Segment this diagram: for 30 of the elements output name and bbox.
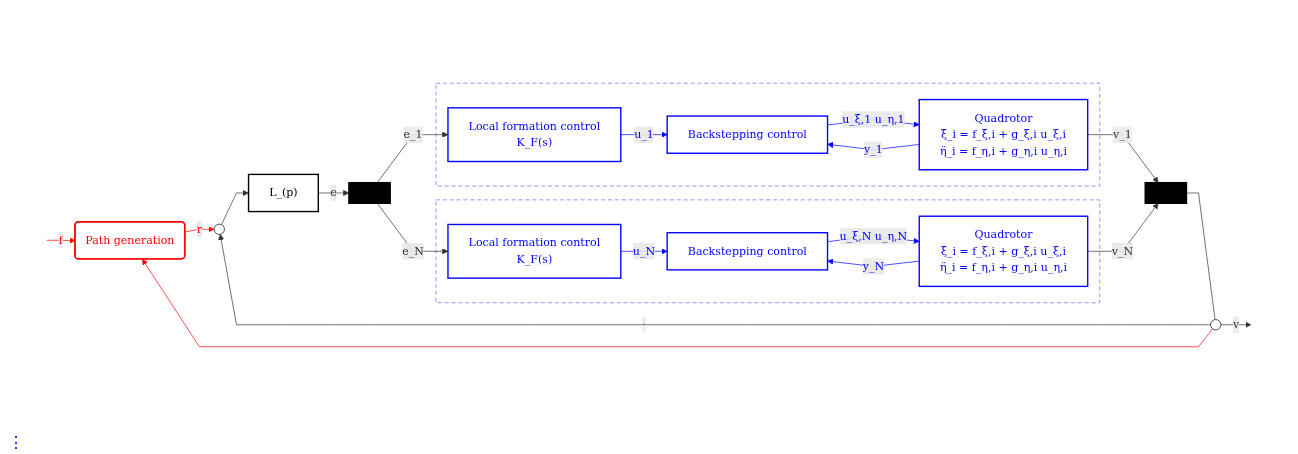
- edge-label: u_N: [632, 244, 656, 258]
- edge-label: u_1: [634, 127, 654, 141]
- cluster: [435, 82, 1101, 187]
- edge-label: y_1: [864, 142, 883, 156]
- edge-label: v_N: [1111, 244, 1134, 258]
- node-box: Quadrotor ξ̈_i = f_ξ,i + g_ξ,i u_ξ,i η̈_i = f_η,i + g_η,i u_η,i: [918, 215, 1089, 288]
- edge-label: y_N: [862, 259, 885, 273]
- node-bar: [1144, 181, 1188, 204]
- edge-label: f: [58, 233, 63, 247]
- edge-label: v_1: [1113, 127, 1132, 141]
- ellipsis-mark: ⋮: [8, 433, 24, 452]
- edge-label: v: [1232, 317, 1240, 331]
- node-box: Backstepping control: [666, 115, 829, 154]
- edge-label: -: [642, 317, 646, 331]
- edge-label: e: [330, 186, 337, 200]
- edge-label: u_ξ,1 u_η,1: [842, 112, 905, 126]
- node-circle: [213, 223, 225, 235]
- node-bar: [348, 181, 391, 204]
- connector: [1186, 192, 1216, 320]
- edge-label: e_N: [402, 244, 424, 258]
- node-box: Local formation control K_F(s): [447, 223, 622, 279]
- node-box: L_(p): [247, 173, 319, 213]
- node-box: Backstepping control: [666, 232, 829, 271]
- edge-label: e_1: [403, 127, 423, 141]
- node-box: Local formation control K_F(s): [447, 107, 622, 163]
- node-circle: [1210, 319, 1222, 331]
- node-box: Quadrotor ξ̈_i = f_ξ,i + g_ξ,i u_ξ,i η̈_i = f_η,i + g_η,i u_η,i: [918, 98, 1089, 171]
- cluster: [435, 199, 1101, 304]
- edge-label: r: [196, 222, 203, 236]
- edge-label: u_ξ,N u_η,N: [839, 229, 908, 243]
